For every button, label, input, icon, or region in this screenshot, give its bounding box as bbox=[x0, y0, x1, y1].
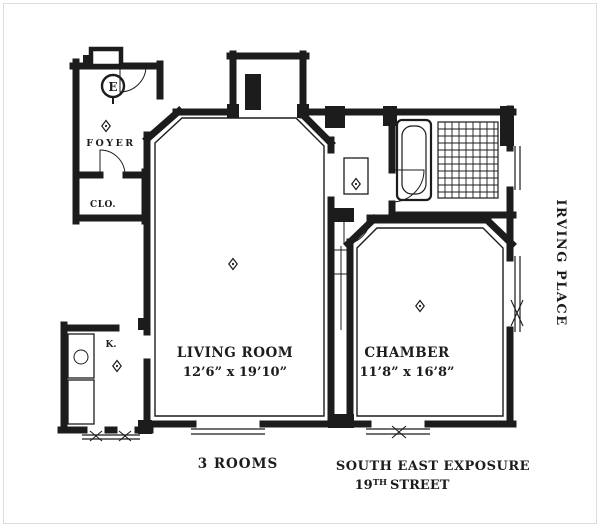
diamond bbox=[415, 299, 425, 313]
tile-floor bbox=[437, 121, 499, 199]
kitchenette-fixtures bbox=[67, 333, 95, 425]
shaft-box bbox=[332, 249, 349, 275]
living-room-dimensions: 12’6” x 19’10” bbox=[183, 365, 287, 380]
ceiling-light-symbol bbox=[228, 257, 238, 271]
diamond-dot bbox=[104, 124, 108, 128]
tile-grid bbox=[438, 122, 498, 198]
flue-shaft bbox=[245, 74, 261, 110]
wall-chunk bbox=[227, 104, 239, 118]
bathtub bbox=[395, 118, 433, 202]
closet-label: CLO. bbox=[90, 200, 116, 210]
ceiling-light-symbols bbox=[101, 119, 425, 373]
street-ordinal: TH bbox=[373, 478, 387, 488]
ceiling-light-symbol bbox=[112, 359, 122, 373]
diamond-dot bbox=[115, 364, 119, 368]
wall-chunks bbox=[83, 55, 514, 434]
wall-chunk bbox=[325, 106, 345, 128]
room-count-caption: 3 ROOMS bbox=[198, 456, 279, 472]
wall-chunk bbox=[297, 104, 309, 118]
wall-chunk bbox=[138, 318, 150, 330]
ceiling-light-symbol bbox=[101, 119, 111, 133]
kitchenette-label: K. bbox=[106, 340, 117, 350]
street-word: STREET bbox=[390, 478, 450, 493]
room-labels: FOYER CLO. K. LIVING ROOM 12’6” x 19’10”… bbox=[86, 138, 454, 380]
electric-panel-symbol: E bbox=[100, 73, 126, 104]
hall-closet bbox=[343, 157, 369, 195]
foyer-label: FOYER bbox=[86, 138, 135, 149]
window-sills bbox=[82, 146, 521, 440]
bathroom bbox=[395, 118, 499, 202]
chamber-label: CHAMBER bbox=[364, 345, 450, 361]
wall-chunk bbox=[328, 414, 354, 428]
street-number: 19 bbox=[355, 478, 373, 493]
sink bbox=[73, 349, 89, 365]
door-swings bbox=[99, 65, 425, 245]
ceiling-light-symbol bbox=[351, 177, 361, 191]
living-room-label: LIVING ROOM bbox=[177, 345, 293, 361]
counter bbox=[67, 333, 95, 379]
diamond bbox=[101, 119, 111, 133]
hall-fixtures bbox=[332, 157, 369, 330]
wall-chunk bbox=[138, 420, 152, 434]
wall-chunk bbox=[500, 106, 514, 146]
wall-chunk bbox=[383, 106, 397, 126]
window-x-marks bbox=[89, 299, 524, 442]
wall-chunk bbox=[83, 55, 92, 68]
electric-panel-letter: E bbox=[108, 80, 117, 94]
wall-chunk bbox=[328, 208, 354, 222]
room-inner-lines bbox=[154, 117, 504, 417]
ceiling-light-symbol bbox=[415, 299, 425, 313]
chamber-dimensions: 11’8” x 16’8” bbox=[359, 365, 454, 380]
scan-border bbox=[3, 3, 597, 524]
diamond bbox=[112, 359, 122, 373]
diamond bbox=[228, 257, 238, 271]
bathtub-inner bbox=[401, 125, 427, 195]
entry-door-bump bbox=[88, 46, 124, 69]
shaft-lines bbox=[333, 246, 342, 330]
side-street-caption: IRVING PLACE bbox=[553, 199, 568, 326]
diamond-dot bbox=[354, 182, 358, 186]
counter bbox=[67, 379, 95, 425]
diamond bbox=[351, 177, 361, 191]
exposure-caption: SOUTH EAST EXPOSURE bbox=[336, 459, 530, 474]
diamond-dot bbox=[231, 262, 235, 266]
diamond-dot bbox=[418, 304, 422, 308]
